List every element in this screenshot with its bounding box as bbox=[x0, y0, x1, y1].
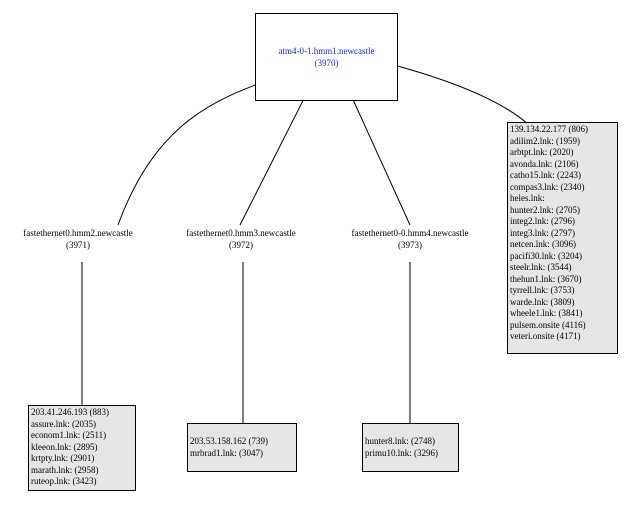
router-node-id: (3973) bbox=[398, 240, 422, 250]
leaf-entry: arbtpt.lnk: (2020) bbox=[510, 147, 574, 157]
leaf-entry: integ3.lnk: (2797) bbox=[510, 227, 575, 238]
leaf-entry: integ2.lnk: (2796) bbox=[510, 216, 575, 226]
router-node-name: fastethernet0.hmm3.newcastle bbox=[186, 228, 296, 238]
router-node-name: fastethernet0.hmm2.newcastle bbox=[23, 228, 133, 238]
leaf-entry: econom1.lnk: (2511) bbox=[31, 430, 107, 440]
leaf-entry: pacifi30.lnk: (3204) bbox=[510, 250, 582, 261]
leaf-entry: mrbrad1.lnk: (3047) bbox=[190, 447, 263, 458]
leaf-entry: catho15.lnk: (2243) bbox=[510, 170, 581, 180]
leaf-entry: avonda.lnk: (2106) bbox=[510, 158, 579, 169]
leaf-entry: marath.lnk: (2958) bbox=[31, 464, 99, 475]
leaf-entry: assure.lnk: (2035) bbox=[31, 418, 96, 429]
leaf-entry: netcen.lnk: (3096) bbox=[510, 239, 576, 249]
router-node-name: fastethernet0-0.hmm4.newcastle bbox=[351, 228, 469, 238]
leaf-entry: wheele1.lnk: (3841) bbox=[510, 308, 583, 318]
router-node-hmm4[interactable]: fastethernet0-0.hmm4.newcastle (3973) bbox=[336, 227, 484, 251]
leaf-entry: veteri.onsite (4171) bbox=[510, 331, 581, 341]
leaf-entry: heles.lnk: bbox=[510, 193, 545, 203]
edge-root-to-root-leaf bbox=[389, 63, 529, 125]
root-node-name: atm4-0-1.hmm1.newcastle bbox=[278, 46, 375, 56]
leaf-entry: hunter2.lnk: (2705) bbox=[510, 204, 580, 215]
root-node-id: (3970) bbox=[314, 58, 339, 68]
leaf-box-hmm4[interactable]: hunter8.lnk: (2748) primu10.lnk: (3296) bbox=[362, 423, 459, 472]
router-node-id: (3971) bbox=[66, 240, 90, 250]
router-node-hmm3[interactable]: fastethernet0.hmm3.newcastle (3972) bbox=[171, 227, 311, 251]
leaf-entry: tyrrell.lnk: (3753) bbox=[510, 285, 575, 295]
leaf-entry: kleeon.lnk: (2895) bbox=[31, 441, 98, 452]
root-node[interactable]: atm4-0-1.hmm1.newcastle (3970) bbox=[255, 13, 398, 101]
leaf-box-root[interactable]: 139.134.22.177 (806) adilim2.lnk: (1959)… bbox=[507, 122, 618, 354]
leaf-entry: 203.53.158.162 (739) bbox=[190, 436, 268, 446]
router-node-id: (3972) bbox=[229, 240, 253, 250]
leaf-entry: ruteop.lnk: (3423) bbox=[31, 476, 97, 486]
router-node-hmm2[interactable]: fastethernet0.hmm2.newcastle (3971) bbox=[14, 227, 142, 251]
leaf-box-hmm3[interactable]: 203.53.158.162 (739) mrbrad1.lnk: (3047) bbox=[187, 423, 297, 472]
leaf-entry: adilim2.lnk: (1959) bbox=[510, 135, 580, 146]
leaf-entry: steelr.lnk: (3544) bbox=[510, 262, 572, 272]
leaf-entry: compas3.lnk: (2340) bbox=[510, 181, 585, 192]
leaf-entry: primu10.lnk: (3296) bbox=[365, 447, 438, 458]
leaf-entry: krtpty.lnk: (2901) bbox=[31, 453, 95, 463]
leaf-entry: 203.41.246.193 (883) bbox=[31, 407, 109, 417]
leaf-entry: warde.lnk: (3809) bbox=[510, 296, 575, 307]
leaf-box-hmm2[interactable]: 203.41.246.193 (883) assure.lnk: (2035) … bbox=[28, 405, 136, 491]
leaf-entry: thehun1.lnk: (3670) bbox=[510, 273, 582, 284]
leaf-entry: 139.134.22.177 (806) bbox=[510, 124, 588, 134]
leaf-entry: hunter8.lnk: (2748) bbox=[365, 436, 435, 446]
leaf-entry: pulsem.onsite (4116) bbox=[510, 319, 586, 330]
